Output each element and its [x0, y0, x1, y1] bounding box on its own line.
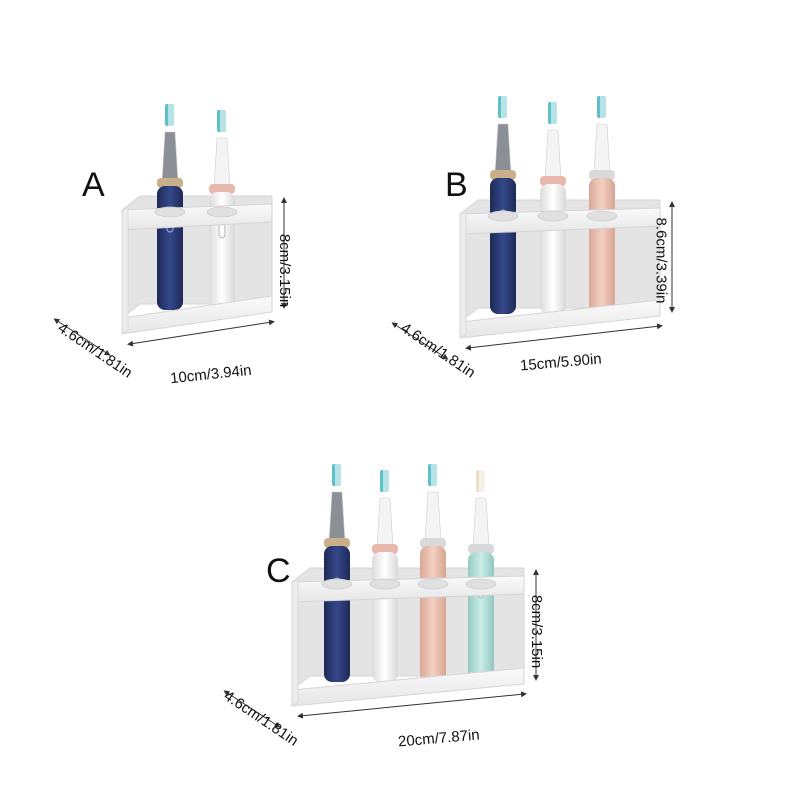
brush-collar — [157, 178, 183, 188]
brush-collar — [589, 170, 615, 180]
brush-neck — [424, 491, 442, 543]
brush-collar — [372, 544, 398, 554]
brush-handle — [468, 552, 494, 682]
brush-handle — [540, 184, 566, 314]
holder-slot — [321, 578, 353, 590]
width-arrow — [465, 323, 663, 351]
depth-arrow — [53, 318, 111, 356]
variant-label-a: A — [82, 166, 105, 204]
width-arrow — [127, 319, 275, 347]
holder-slot — [154, 206, 186, 218]
holder-slot — [586, 210, 618, 222]
brush-handle — [490, 178, 516, 314]
brush-head — [335, 462, 341, 488]
brush-head — [431, 462, 437, 488]
dim-height-b: 8.6cm/3.39in — [652, 217, 670, 304]
width-arrow — [297, 691, 527, 719]
brush-neck — [593, 123, 611, 175]
brush-handle — [420, 546, 446, 682]
brush-neck — [328, 491, 346, 543]
brush-neck — [161, 131, 179, 183]
holder-slot — [487, 210, 519, 222]
brush-collar — [490, 170, 516, 180]
depth-arrow — [223, 690, 281, 728]
dimension-lines — [53, 197, 287, 356]
brush-neck — [213, 137, 231, 189]
brush-collar — [209, 184, 235, 194]
brush-collar — [324, 538, 350, 548]
holder-side-wall — [121, 207, 129, 335]
holder-side-wall — [291, 579, 299, 707]
brush-head — [168, 102, 174, 128]
brush-neck — [376, 497, 394, 549]
brush-neck — [472, 497, 490, 549]
holder-slot — [465, 578, 497, 590]
brush-head — [479, 468, 485, 494]
brush-head — [501, 94, 507, 120]
brush-head — [383, 468, 389, 494]
brush-handle — [372, 552, 398, 682]
brush-handle — [589, 178, 615, 314]
dim-height-a: 8cm/3.15in — [276, 233, 294, 308]
holder-slot — [206, 206, 238, 218]
variant-label-b: B — [445, 166, 468, 204]
brush-neck — [494, 123, 512, 175]
holder-side-wall — [459, 211, 467, 339]
brush-collar — [420, 538, 446, 548]
brush-handle — [324, 546, 350, 682]
holder-variant-a — [53, 102, 287, 356]
variant-label-c: C — [266, 552, 291, 590]
brush-head — [551, 100, 557, 126]
brush-neck — [544, 129, 562, 181]
dimension-lines — [223, 569, 539, 728]
brush-head — [600, 94, 606, 120]
holder-variant-b — [391, 94, 675, 360]
holder-variant-c — [223, 462, 539, 728]
brush-handle — [157, 186, 183, 310]
brush-collar — [468, 544, 494, 554]
depth-arrow — [391, 322, 449, 360]
brush-collar — [540, 176, 566, 186]
brush-head — [220, 108, 226, 134]
dimension-lines — [391, 201, 675, 360]
holder-slot — [417, 578, 449, 590]
dim-height-c: 8cm/3.15in — [528, 594, 546, 669]
holder-slot — [369, 578, 401, 590]
holder-slot — [537, 210, 569, 222]
